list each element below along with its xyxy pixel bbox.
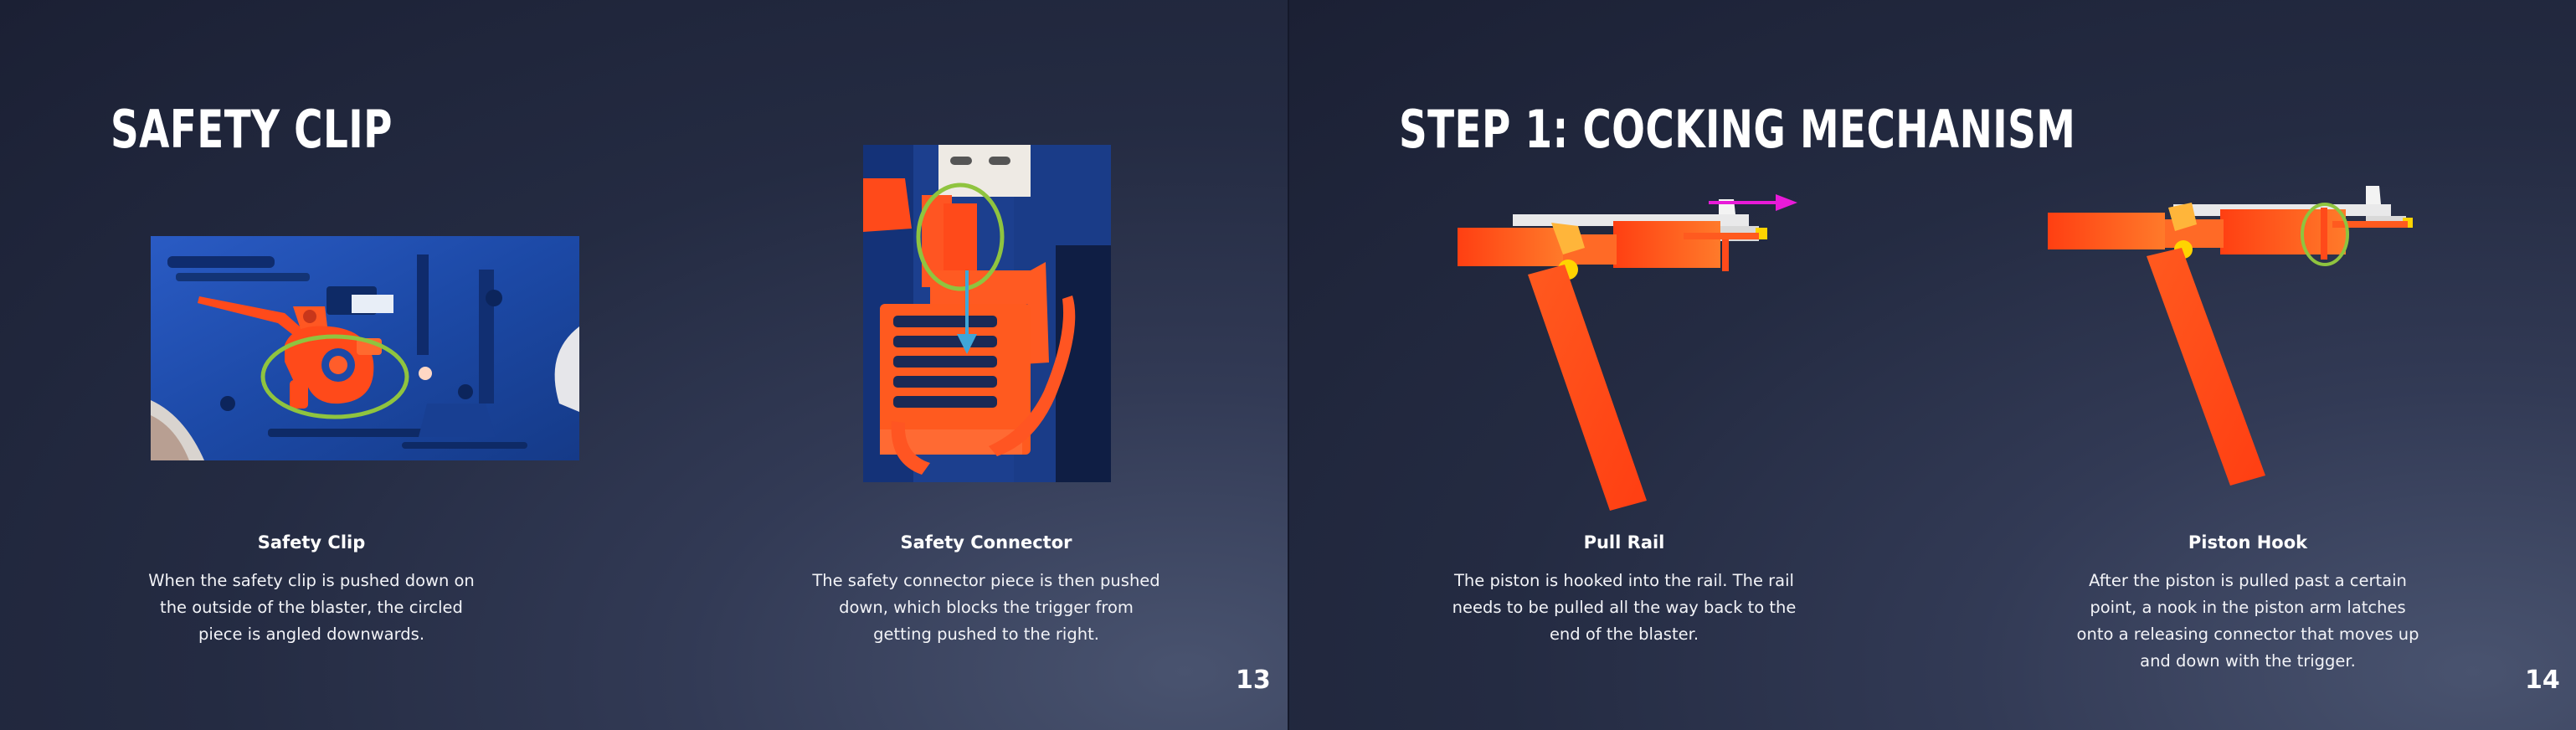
caption-pull-rail: Pull Rail The piston is hooked into the … — [1448, 532, 1800, 648]
caption-heading: Pull Rail — [1583, 532, 1665, 553]
caption-body: After the piston is pulled past a certai… — [2076, 571, 2419, 671]
caption-body: When the safety clip is pushed down on t… — [148, 571, 475, 644]
piston-hook-diagram — [2048, 186, 2413, 486]
highlight-circle — [260, 334, 409, 419]
page-number: 14 — [2525, 666, 2560, 695]
caption-heading: Piston Hook — [2188, 532, 2308, 553]
highlight-circle — [2301, 203, 2349, 266]
slide-14: STEP 1: COCKING MECHANISM — [1289, 0, 2576, 730]
caption-piston-hook: Piston Hook After the piston is pulled p… — [2072, 532, 2424, 675]
caption-heading: Safety Clip — [257, 532, 366, 553]
page-number: 13 — [1236, 666, 1271, 695]
slide-divider — [1288, 0, 1289, 730]
slide-title: STEP 1: COCKING MECHANISM — [1399, 99, 2076, 160]
pull-rail-diagram — [1458, 194, 1797, 511]
safety-clip-photo — [151, 236, 579, 460]
caption-body: The safety connector piece is then pushe… — [812, 571, 1160, 644]
caption-heading: Safety Connector — [900, 532, 1072, 553]
caption-body: The piston is hooked into the rail. The … — [1452, 571, 1797, 644]
caption-safety-clip: Safety Clip When the safety clip is push… — [136, 532, 487, 648]
highlight-circle — [916, 182, 1005, 291]
slide-13: SAFETY CLIP — [0, 0, 1288, 730]
caption-safety-connector: Safety Connector The safety connector pi… — [810, 532, 1162, 648]
safety-connector-photo — [863, 145, 1111, 482]
slide-title: SAFETY CLIP — [111, 99, 393, 160]
